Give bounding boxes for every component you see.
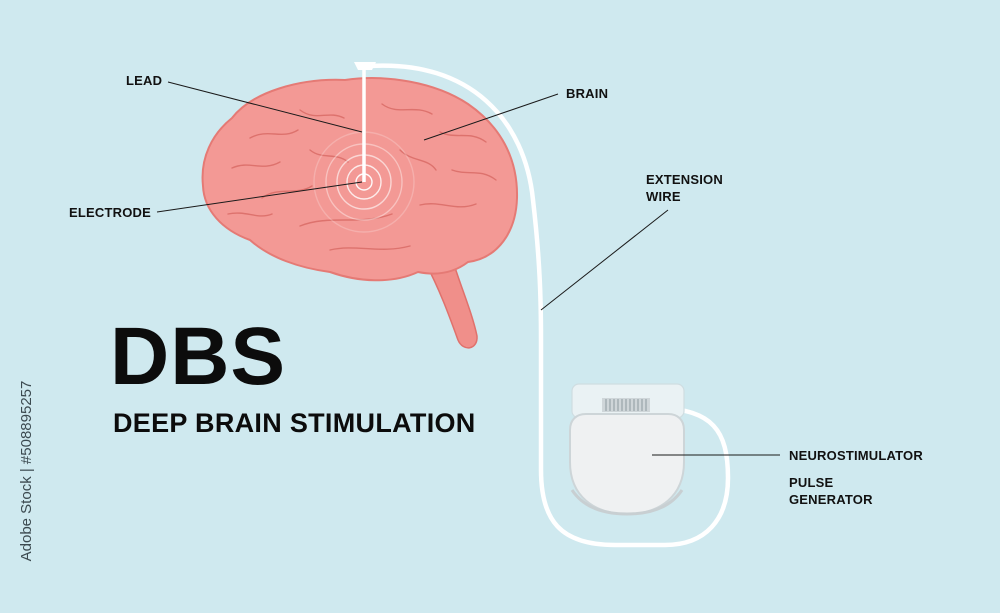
device-shadow	[570, 489, 684, 516]
brain-illustration	[201, 62, 519, 349]
label-brain: BRAIN	[566, 86, 609, 101]
lead-leader	[167, 81, 363, 133]
stock-id: Adobe Stock | #508895257	[18, 380, 35, 562]
leader-lines	[156, 81, 780, 456]
neurostimulator-device	[569, 383, 685, 516]
label-extension-wire-line2: WIRE	[646, 189, 681, 204]
subtitle: DEEP BRAIN STIMULATION	[113, 408, 476, 438]
label-pulse-line2: GENERATOR	[789, 492, 873, 507]
label-pulse-line1: PULSE	[789, 475, 834, 490]
connector-ridges	[605, 399, 647, 411]
extension-wire-leader	[540, 209, 669, 311]
label-extension-wire-line1: EXTENSION	[646, 172, 723, 187]
label-neurostimulator: NEUROSTIMULATOR	[789, 448, 923, 463]
cerebellum-stem	[423, 257, 478, 349]
device-body	[569, 413, 685, 516]
electrode-leader	[156, 181, 363, 213]
extension-wire	[367, 63, 731, 548]
title: DBS	[110, 311, 287, 402]
brain-leader	[423, 93, 559, 141]
brain-shape	[201, 77, 519, 282]
burr-hole-cap	[354, 62, 376, 70]
label-electrode: ELECTRODE	[69, 205, 151, 220]
label-lead: LEAD	[126, 73, 163, 88]
